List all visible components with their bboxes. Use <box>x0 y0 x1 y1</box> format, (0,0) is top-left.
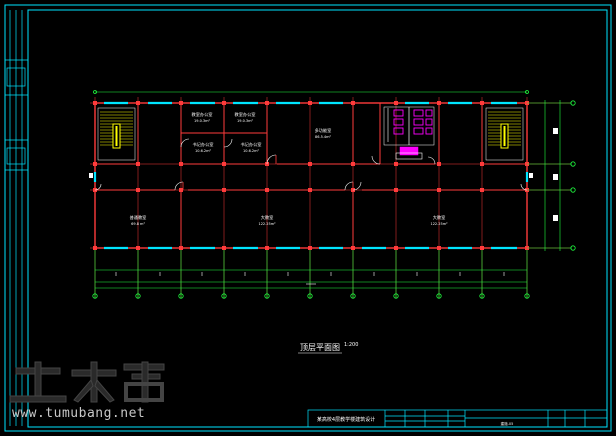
room-office-4-area: 10.6.2m² <box>243 149 260 153</box>
room-classroom-3-name: 大教室 <box>433 214 446 221</box>
room-classroom-3-area: 122.25m² <box>430 222 448 226</box>
dimension-ticks <box>115 272 505 285</box>
floor-plan: 教室办公室 19.0.3m² 教室办公室 19.0.3m² 书记办公室 10.6… <box>89 90 576 299</box>
binding-strip <box>5 10 28 426</box>
tumubang-logo-watermark <box>9 361 165 403</box>
title-block <box>307 409 608 428</box>
room-office-3-area: 10.6.2m² <box>195 149 212 153</box>
room-office-2-name: 教室办公室 <box>235 111 256 118</box>
plan-title: 顶层平面图 <box>300 343 340 352</box>
plan-scale: 1:200 <box>344 342 358 348</box>
room-labels: 教室办公室 19.0.3m² 教室办公室 19.0.3m² 书记办公室 10.6… <box>130 111 449 226</box>
exterior-walls <box>94 102 528 249</box>
room-classroom-1-name: 普通教室 <box>130 214 147 221</box>
partition-walls <box>137 103 483 248</box>
room-office-2-area: 19.0.3m² <box>237 119 254 123</box>
title-block-drawing-code: 建施-05 <box>501 421 514 426</box>
outer-frame <box>4 4 612 432</box>
room-classroom-2-area: 122.25m² <box>258 222 276 226</box>
stair-left <box>97 107 136 161</box>
watermark-url: www.tumubang.net <box>12 406 146 421</box>
room-office-1-area: 19.0.3m² <box>194 119 211 123</box>
title-block-project-name: 某高校4层教学楼建筑设计 <box>317 416 375 423</box>
room-classroom-1-area: 69.8 m² <box>131 222 145 226</box>
room-classroom-2-name: 大教室 <box>261 214 274 221</box>
room-meeting-area: 86.5.4m² <box>315 135 332 139</box>
room-office-4-name: 书记办公室 <box>241 141 262 148</box>
structural-columns <box>93 101 529 250</box>
right-axis-tags <box>89 128 558 221</box>
room-office-1-name: 教室办公室 <box>192 111 213 118</box>
room-office-3-name: 书记办公室 <box>193 141 214 148</box>
dimension-lines <box>94 91 572 298</box>
axis-bubbles <box>92 90 576 299</box>
doors <box>94 138 528 191</box>
windows <box>93 101 529 250</box>
corridor-walls <box>95 163 527 191</box>
stair-right <box>485 107 524 161</box>
toilet-block <box>383 106 435 160</box>
room-meeting-name: 多功能室 <box>315 127 332 134</box>
door-lines <box>182 155 354 190</box>
